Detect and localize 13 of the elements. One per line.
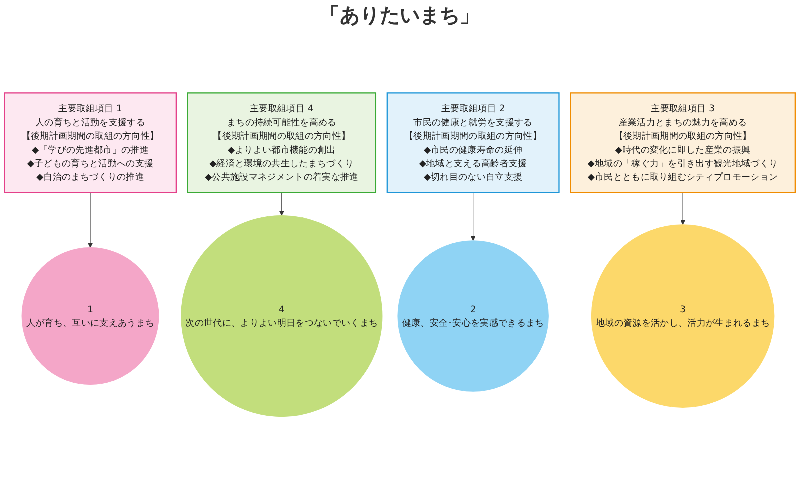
node-box: 主要取組項目 1 人の育ちと活動を支援する 【後期計画期間の取組の方向性】 ◆「学びの先進都市」の推進 ◆子どもの育ちと活動への支援 ◆自治のまちづくりの推進 <box>4 92 177 194</box>
node-box: 主要取組項目 2 市民の健康と就労を支援する 【後期計画期間の取組の方向性】 ◆市民の健康寿命の延伸 ◆地域と支える高齢者支援 ◆切れ目のない自立支援 <box>386 92 560 194</box>
node-circle: 2 健康、安全･安心を実感できるまち <box>398 240 549 392</box>
arrow <box>470 192 476 242</box>
arrow <box>88 192 94 248</box>
node-box: 主要取組項目 3 産業活力とまちの魅力を高める 【後期計画期間の取組の方向性】 ◆時代の変化に即した産業の振興 ◆地域の「稼ぐ力」を引き出す観光地域づくり ◆市民とともに取り組むシティプロモーション <box>570 92 796 194</box>
arrow <box>279 192 284 216</box>
center-heading: 「ありたいまち」 <box>320 3 480 27</box>
node-circle: 4 次の世代に、よりよい明日をつないでいくまち <box>181 215 383 418</box>
node-circle: 3 地域の資源を活かし、活力が生まれるまち <box>591 224 775 408</box>
node-circle: 1 人が育ち、互いに支えあうまち <box>22 248 160 386</box>
node-box: 主要取組項目 4 まちの持続可能性を高める 【後期計画期間の取組の方向性】 ◆よりよい都市機能の創出 ◆経済と環境の共生したまちづくり ◆公共施設マネジメントの着実な推進 <box>187 92 377 194</box>
arrow <box>680 192 686 226</box>
